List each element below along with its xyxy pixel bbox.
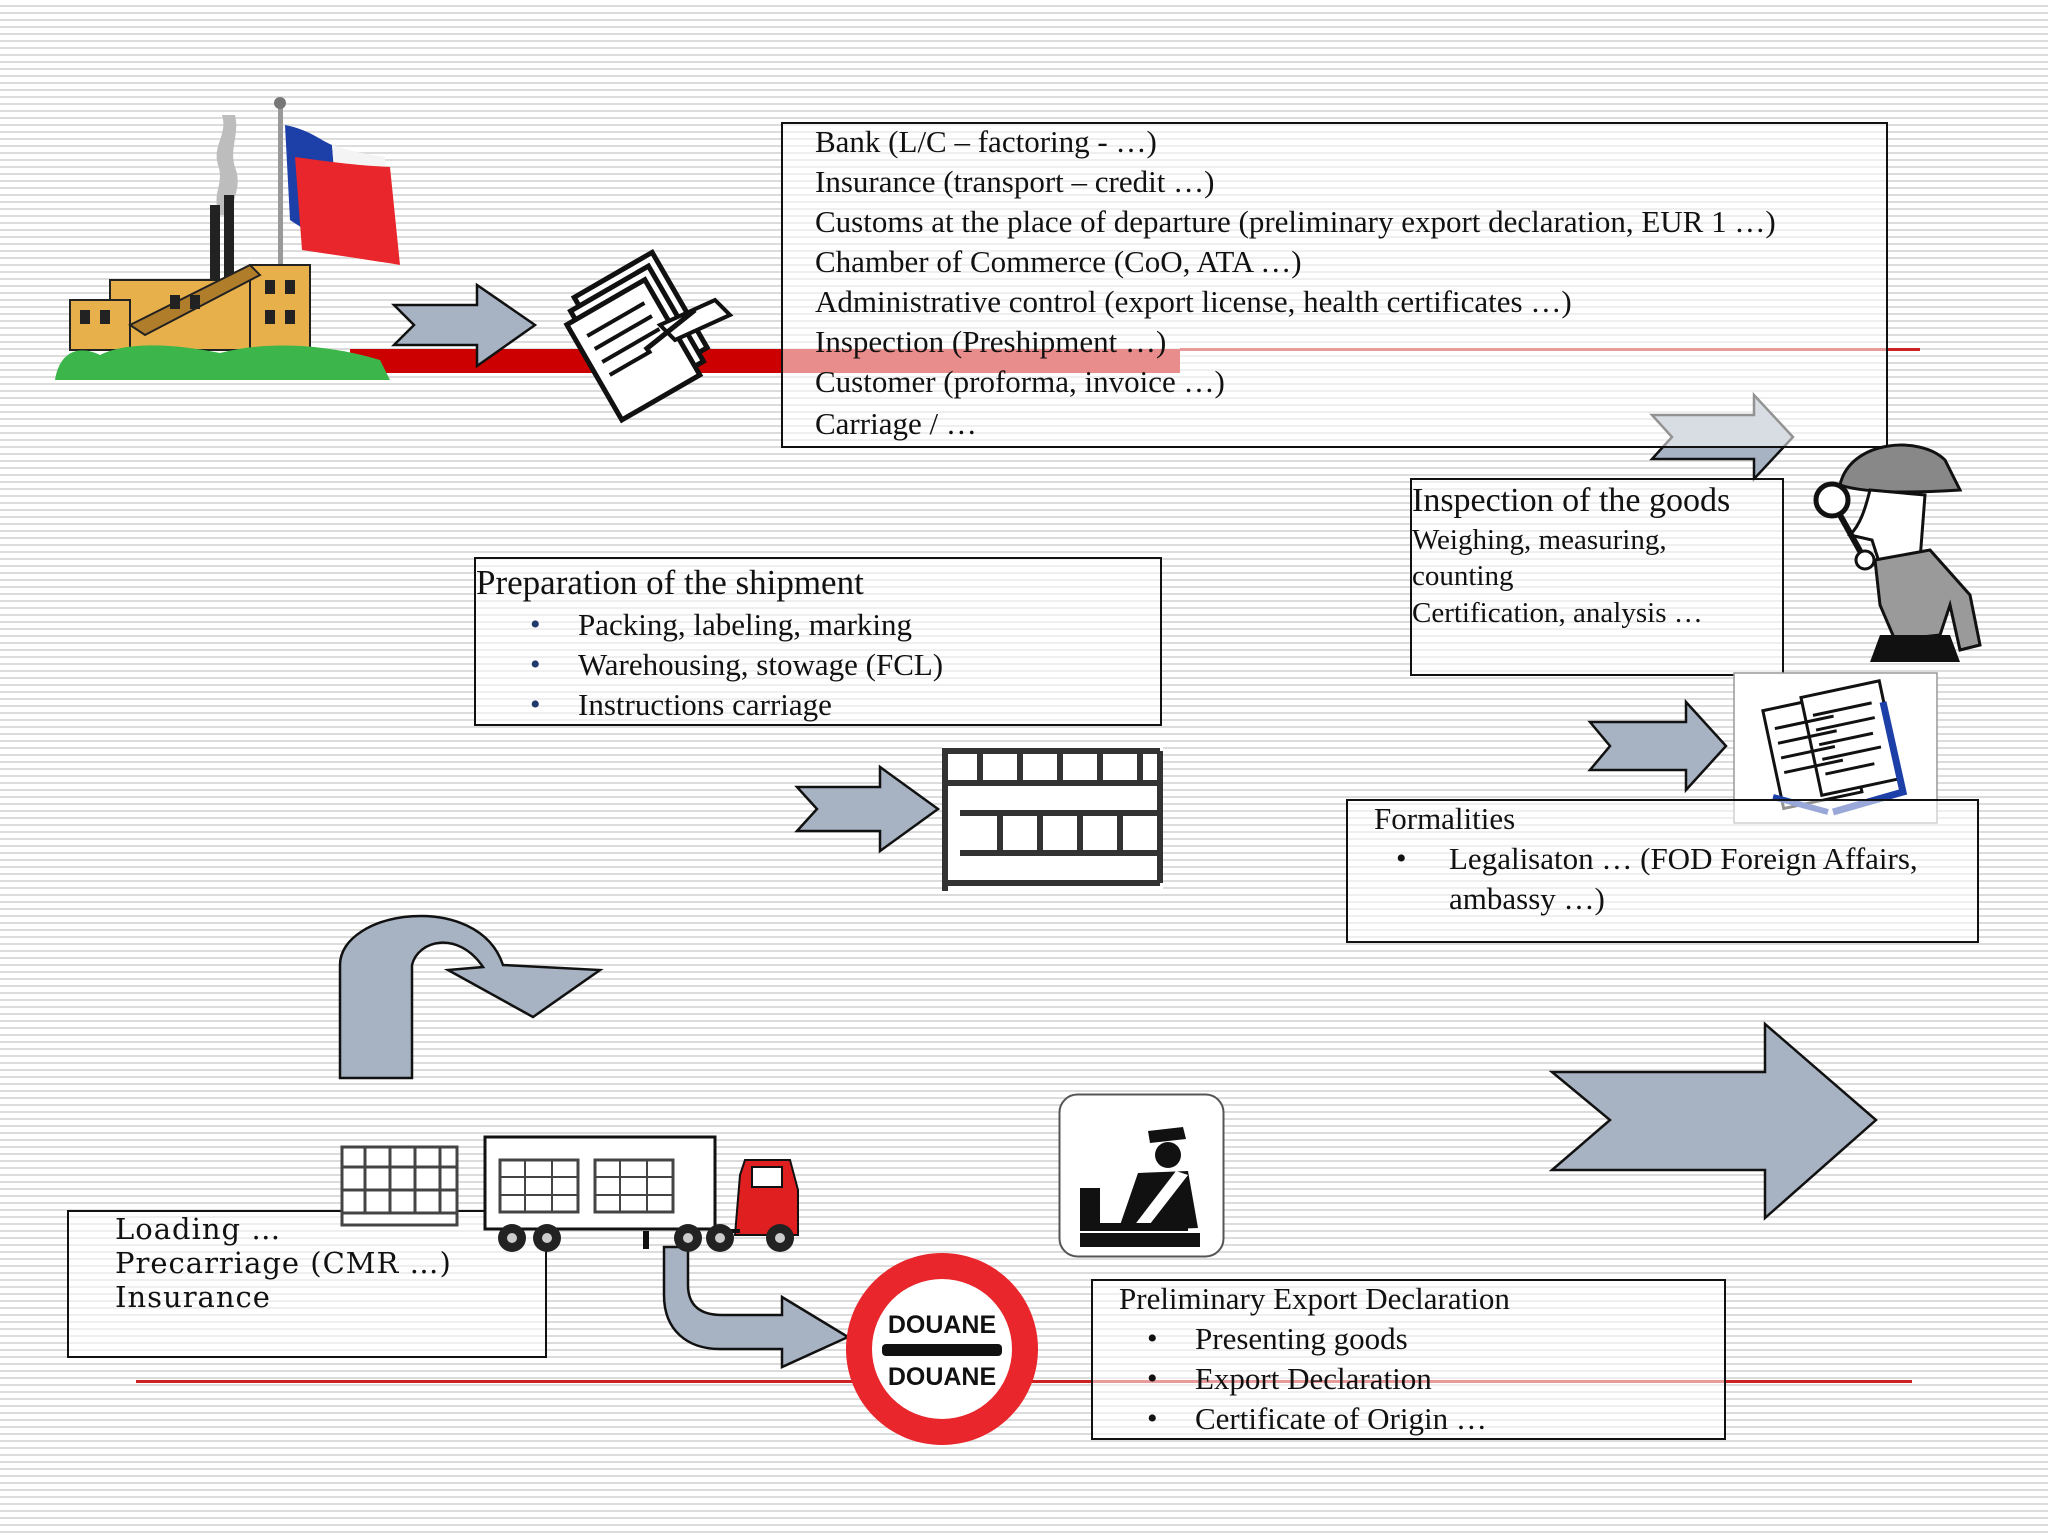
doc-line-bank: Bank (L/C – factoring - …): [815, 124, 1157, 159]
doc-line-insurance: Insurance (transport – credit …): [815, 164, 1215, 199]
inspection-box: [1410, 478, 1784, 676]
factory-flag-icon: [55, 97, 400, 380]
big-arrow-right-icon: [1548, 1021, 1878, 1221]
export-declaration-list: Presenting goods Export Declaration Cert…: [1147, 1319, 1487, 1439]
preparation-item-instructions: Instructions carriage: [530, 685, 943, 725]
arrow-right-icon-1: [390, 282, 538, 369]
documents-box: [781, 122, 1888, 448]
loading-box: [67, 1210, 547, 1358]
doc-line-customs: Customs at the place of departure (preli…: [815, 204, 1776, 239]
export-item-certificate: Certificate of Origin …: [1147, 1399, 1487, 1439]
douane-sign-bottom: DOUANE: [887, 1363, 997, 1391]
formalities-item-line2: ambassy …): [1449, 881, 1605, 916]
douane-sign-bar: [882, 1344, 1002, 1356]
preparation-item-packing: Packing, labeling, marking: [530, 605, 943, 645]
douane-sign-top: DOUANE: [887, 1311, 997, 1339]
arrow-right-icon-3: [794, 764, 941, 854]
loading-line-insurance: Insurance: [115, 1280, 271, 1314]
douane-sign-inner: DOUANE DOUANE: [872, 1279, 1012, 1419]
loading-line-precarriage: Precarriage (CMR …): [115, 1246, 452, 1280]
preparation-list: Packing, labeling, marking Warehousing, …: [530, 605, 943, 725]
curved-arrow-down-icon: [662, 1245, 851, 1369]
formalities-box: [1346, 799, 1979, 943]
export-item-presenting: Presenting goods: [1147, 1319, 1487, 1359]
inspection-title: Inspection of the goods: [1412, 482, 1731, 519]
export-declaration-title: Preliminary Export Declaration: [1119, 1281, 1510, 1316]
inspector-icon: [1813, 443, 1982, 662]
formalities-bullet: •: [1396, 842, 1407, 875]
doc-line-administrative: Administrative control (export license, …: [815, 284, 1572, 319]
loading-line-loading: Loading …: [115, 1212, 282, 1246]
crate-icon: [942, 745, 1163, 893]
inspection-line-certification: Certification, analysis …: [1412, 597, 1703, 629]
doc-line-chamber: Chamber of Commerce (CoO, ATA …): [815, 244, 1302, 279]
stamped-documents-icon: [1733, 672, 1938, 824]
formalities-title: Formalities: [1374, 801, 1516, 836]
export-item-declaration: Export Declaration: [1147, 1359, 1487, 1399]
doc-line-inspection: Inspection (Preshipment …): [815, 324, 1167, 359]
douane-sign: DOUANE DOUANE: [846, 1253, 1038, 1445]
preparation-item-warehousing: Warehousing, stowage (FCL): [530, 645, 943, 685]
doc-line-customer: Customer (proforma, invoice …): [815, 364, 1225, 399]
inspection-line-weighing: Weighing, measuring,: [1412, 524, 1667, 556]
curved-arrow-icon: [338, 914, 604, 1080]
formalities-item-line1: Legalisaton … (FOD Foreign Affairs,: [1449, 841, 1918, 876]
customs-officer-icon: [1058, 1093, 1225, 1258]
truck-icon: [340, 1135, 799, 1252]
inspection-line-counting: counting: [1412, 560, 1514, 592]
documents-pen-icon: [563, 248, 734, 424]
doc-line-carriage: Carriage / …: [815, 406, 977, 441]
arrow-right-icon-4: [1587, 698, 1728, 794]
preparation-title: Preparation of the shipment: [476, 563, 864, 602]
